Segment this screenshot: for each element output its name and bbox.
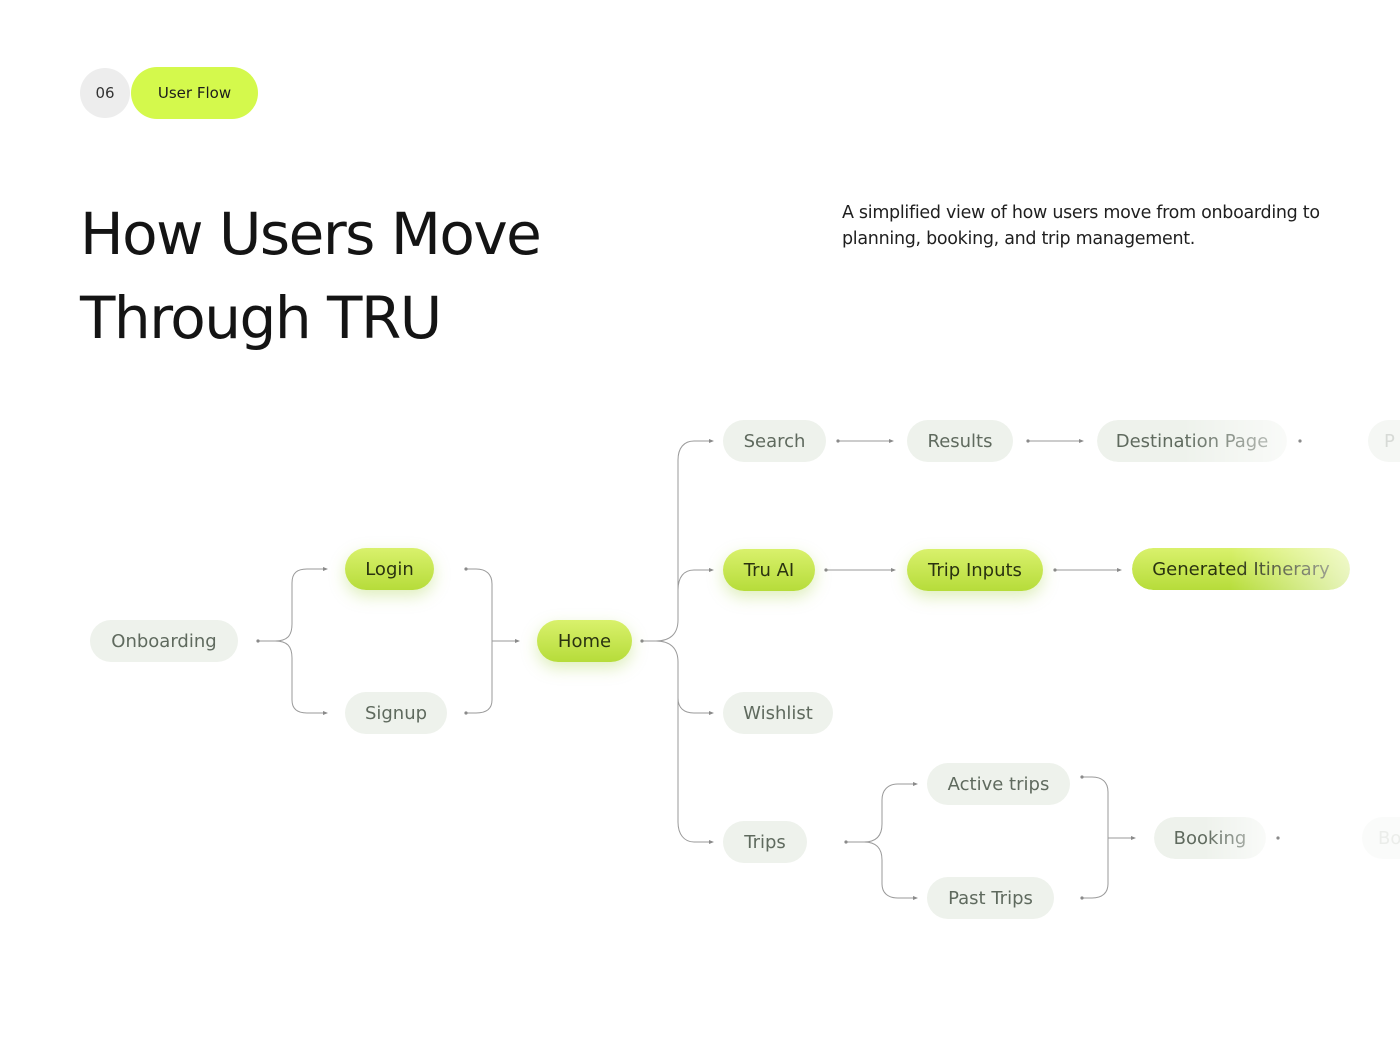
node-onboarding: Onboarding bbox=[90, 620, 238, 662]
page-title: How Users Move Through TRU bbox=[80, 192, 542, 360]
connector-dot bbox=[1080, 896, 1084, 900]
connector-arrowhead bbox=[1131, 836, 1136, 840]
connector-dot bbox=[1026, 439, 1030, 443]
connector-arrowhead bbox=[323, 567, 328, 571]
connector-dot bbox=[836, 439, 840, 443]
node-cut-off-top: P bbox=[1368, 420, 1400, 462]
connector-arrowhead bbox=[889, 439, 894, 443]
node-search: Search bbox=[723, 420, 826, 462]
section-number-badge: 06 bbox=[80, 68, 130, 118]
page-title-line-2: Through TRU bbox=[80, 284, 442, 352]
node-cut-off-bottom: Bo bbox=[1362, 817, 1400, 859]
connector-arrowhead bbox=[709, 439, 714, 443]
connector-arrowhead bbox=[913, 782, 918, 786]
connector-dot bbox=[1053, 568, 1057, 572]
node-booking: Booking bbox=[1154, 817, 1266, 859]
node-wishlist: Wishlist bbox=[723, 692, 833, 734]
node-tru-ai: Tru AI bbox=[723, 549, 815, 591]
node-destination-page: Destination Page bbox=[1097, 420, 1287, 462]
connector-arrowhead bbox=[1079, 439, 1084, 443]
connector-arrowhead bbox=[891, 568, 896, 572]
node-signup: Signup bbox=[345, 692, 447, 734]
node-trips: Trips bbox=[723, 821, 807, 863]
connector-arrowhead bbox=[1117, 568, 1122, 572]
section-label-badge: User Flow bbox=[131, 67, 258, 119]
node-active-trips: Active trips bbox=[927, 763, 1070, 805]
connector-arrowhead bbox=[323, 711, 328, 715]
node-generated-itinerary: Generated Itinerary bbox=[1132, 548, 1350, 590]
connector-login-signup-to-home bbox=[466, 568, 518, 714]
connector-arrowhead bbox=[913, 896, 918, 900]
connector-arrowhead bbox=[515, 639, 520, 643]
connector-dot bbox=[640, 639, 644, 643]
connector-dot bbox=[464, 711, 468, 715]
page-subtitle: A simplified view of how users move from… bbox=[842, 203, 1320, 249]
connector-dot bbox=[1276, 836, 1280, 840]
connector-arrowhead bbox=[709, 711, 714, 715]
connector-trips-to-booking bbox=[1082, 776, 1134, 899]
node-past-trips: Past Trips bbox=[927, 877, 1054, 919]
node-trip-inputs: Trip Inputs bbox=[907, 549, 1043, 591]
connector-home-branches bbox=[642, 440, 712, 843]
connector-dot bbox=[256, 639, 260, 643]
connector-dot bbox=[1298, 439, 1302, 443]
connector-onboarding-to-login-signup bbox=[258, 568, 326, 714]
node-home: Home bbox=[537, 620, 632, 662]
node-results: Results bbox=[907, 420, 1013, 462]
page-title-line-1: How Users Move bbox=[80, 200, 542, 268]
connector-trips-branches bbox=[846, 783, 916, 899]
node-login: Login bbox=[345, 548, 434, 590]
connector-dot bbox=[824, 568, 828, 572]
connector-dot bbox=[1080, 775, 1084, 779]
connector-arrowhead bbox=[709, 840, 714, 844]
connector-dot bbox=[464, 567, 468, 571]
connector-dot bbox=[844, 840, 848, 844]
connector-arrowhead bbox=[709, 568, 714, 572]
